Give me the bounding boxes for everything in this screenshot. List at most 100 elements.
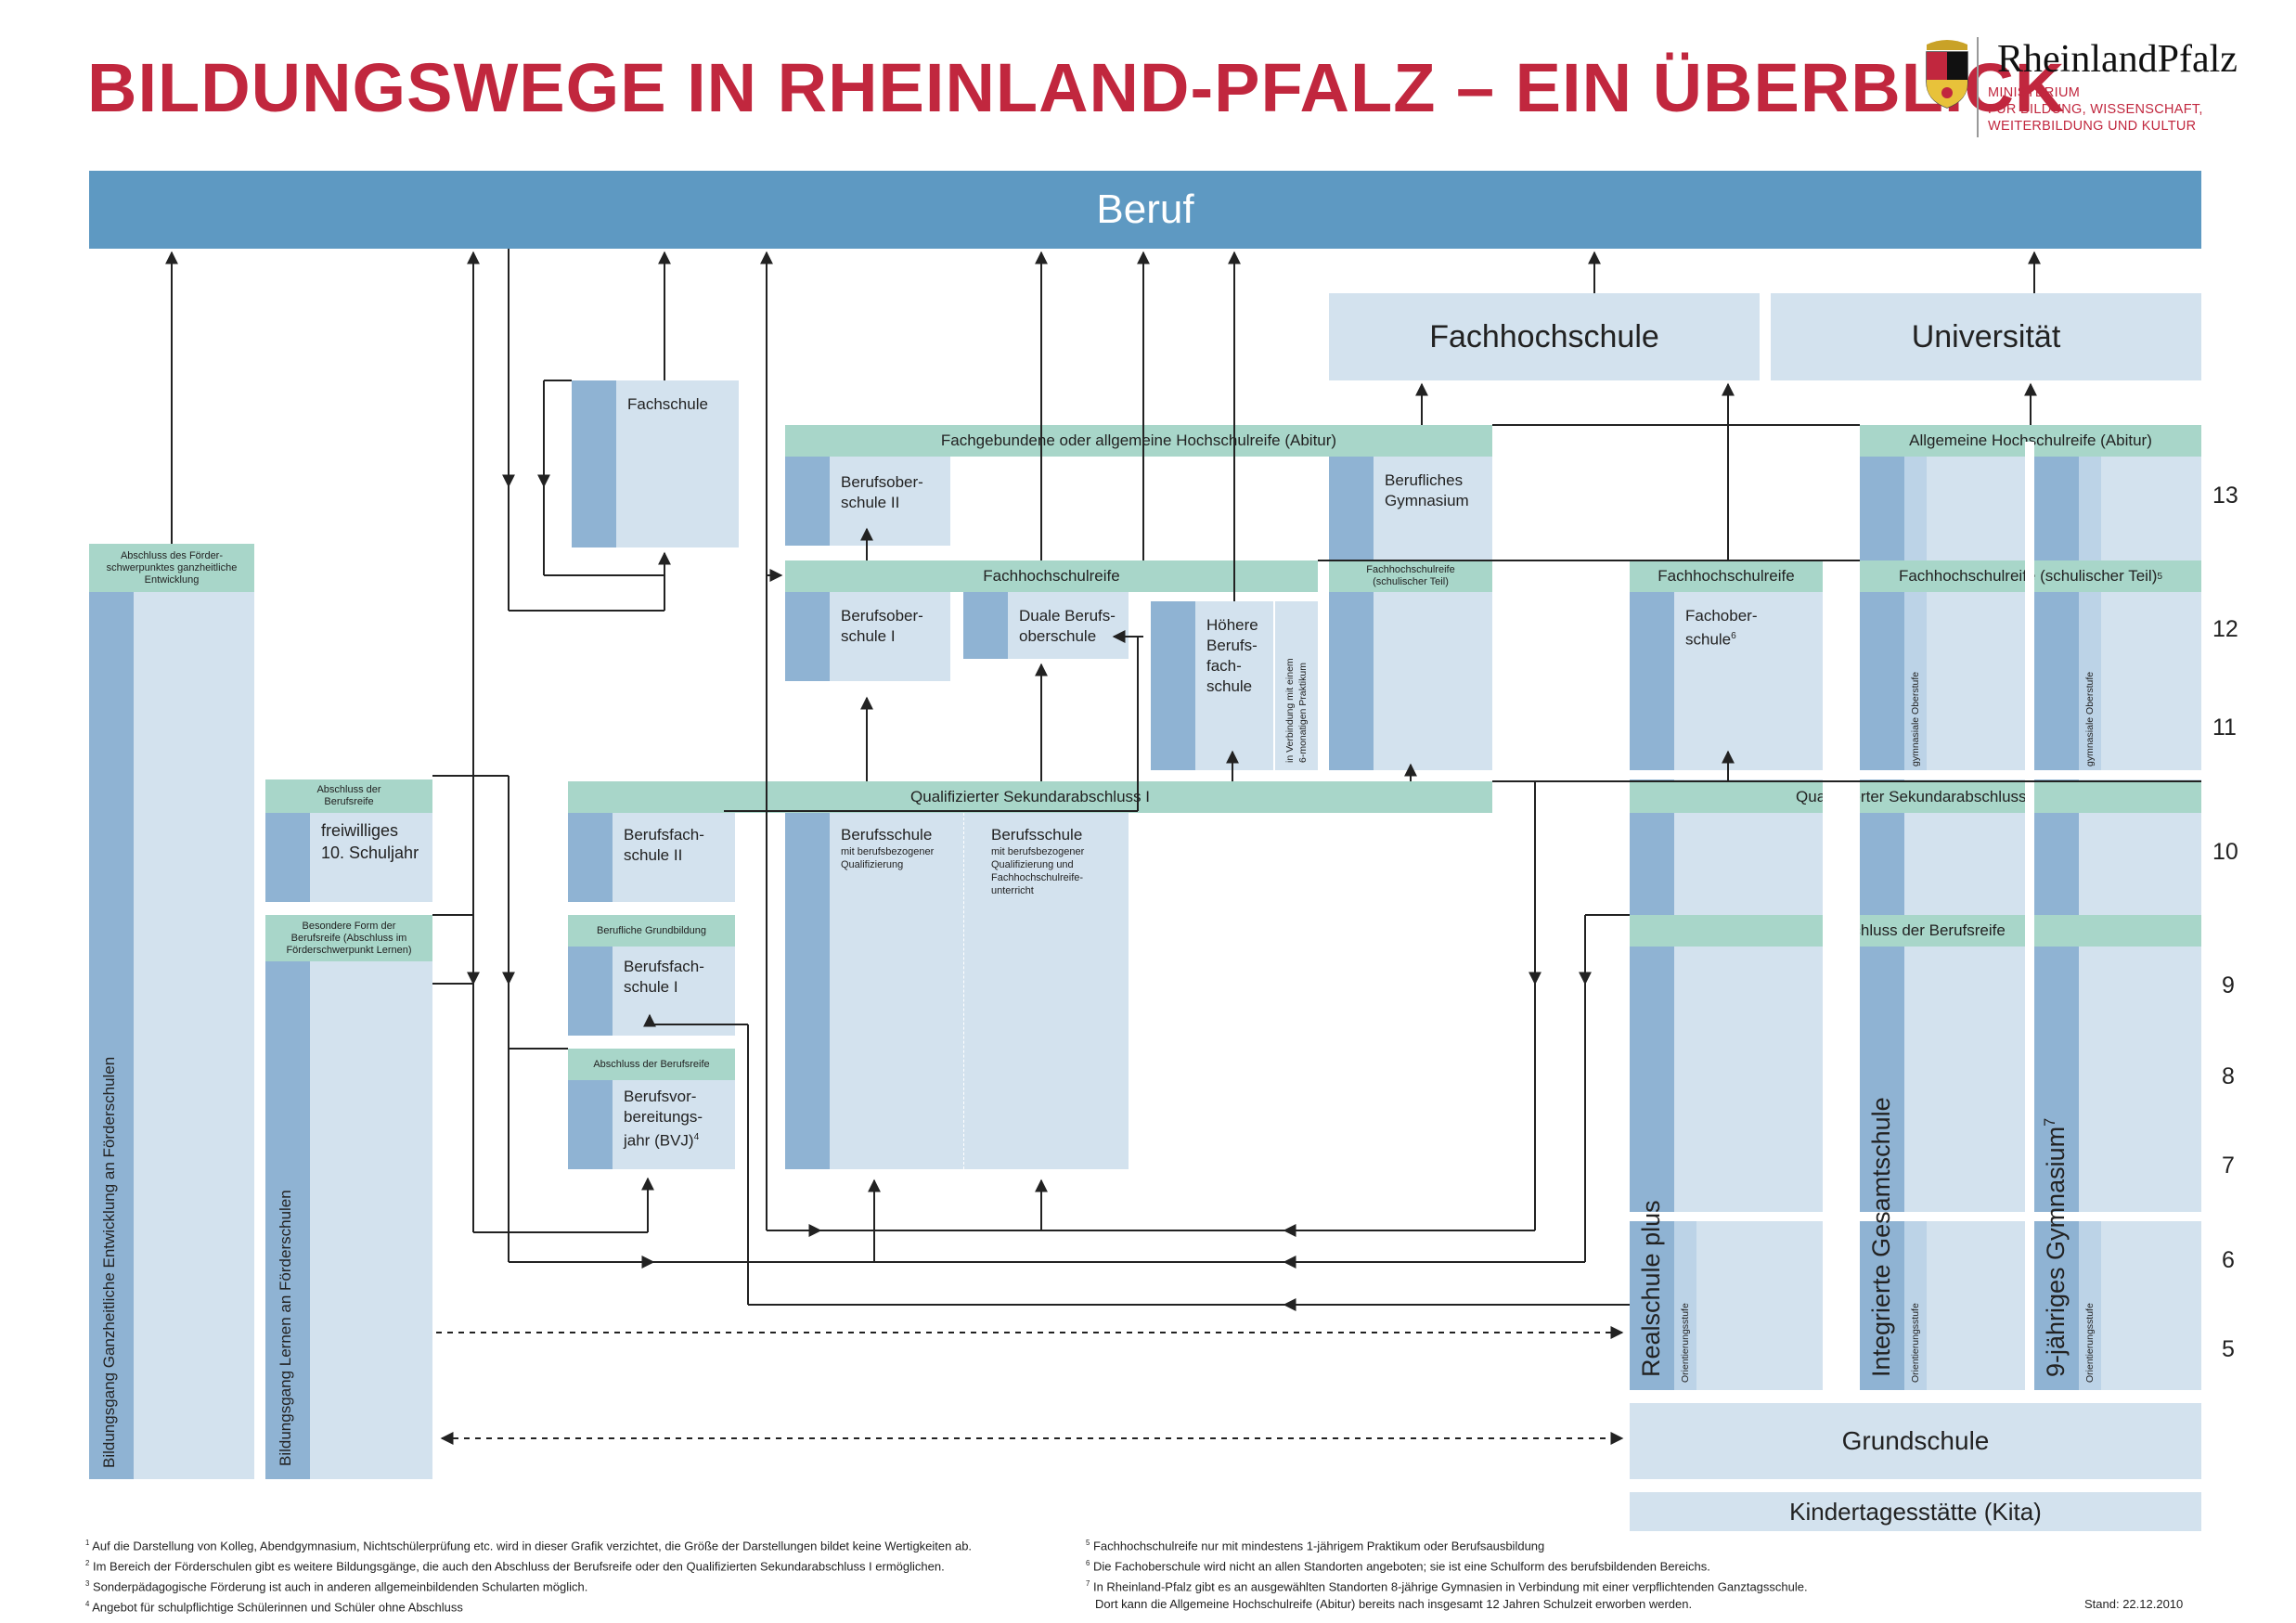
beruf-gym-line-1: Berufliches — [1385, 471, 1464, 489]
foerder-abschluss-line-3: Entwicklung — [144, 573, 200, 586]
footnote-5: 5 Fachhochschulreife nur mit mindestens … — [1086, 1539, 1545, 1553]
grade-9: 9 — [2222, 973, 2235, 998]
hbf-line-4: schule — [1206, 677, 1253, 695]
hochschulreife-allg-header-text: Allgemeine Hochschulreife (Abitur) — [1909, 432, 2152, 449]
logo-divider — [1977, 37, 1979, 137]
ministry-logo: RheinlandPfalz MINISTERIUM FÜR BILDUNG, … — [1921, 28, 2264, 139]
qsa-center-header — [568, 781, 1492, 813]
bvj-header — [568, 1049, 735, 1080]
besondere-form-header-text: Besondere Form der Berufsreife (Abschlus… — [265, 917, 432, 960]
logo-name: RheinlandPfalz — [1997, 38, 2238, 81]
bos1-line-2: schule I — [841, 627, 896, 645]
logo-line-3: WEITERBILDUNG UND KULTUR — [1988, 119, 2197, 134]
berufliche-grundbildung-header — [568, 915, 735, 947]
fachschule-label: Fachschule — [627, 395, 708, 413]
qsa-right-bar-2 — [1860, 813, 1904, 915]
grade-12: 12 — [2212, 616, 2238, 642]
right-gap-1 — [1823, 560, 1860, 1390]
grade-5: 5 — [2222, 1336, 2235, 1362]
dbos-bar — [963, 592, 1008, 659]
footnote-7-text: In Rheinland-Pfalz gibt es an ausgewählt… — [1092, 1579, 1808, 1594]
hochschulreife-fach-header — [785, 425, 1492, 457]
foerder-ganz-bar — [89, 592, 134, 1479]
berufsschule-2-line-3: Fachhochschulreife- — [991, 872, 1084, 883]
foerder-ganz-header — [89, 544, 254, 592]
right-gap-5 — [1630, 1212, 1823, 1221]
berufsschule-1-title: Berufsschule — [841, 826, 933, 844]
footnote-3-text: Sonderpädagogische Förderung ist auch in… — [92, 1579, 588, 1594]
bvj-line-2: bereitungs- — [624, 1108, 703, 1126]
grundschule-label: Grundschule — [1841, 1426, 1990, 1455]
abschluss-berufsreife-right-header — [1630, 915, 2201, 947]
igs-orient-strip — [1904, 1221, 1927, 1390]
dbos-line-1: Duale Berufs- — [1019, 607, 1116, 625]
qsa-right-header — [1630, 781, 2201, 813]
footnote-3: 3 Sonderpädagogische Förderung ist auch … — [85, 1579, 588, 1594]
footnote-7-cont: Dort kann die Allgemeine Hochschulreife … — [1095, 1597, 1693, 1611]
besondere-line-2: Berufsreife (Abschluss im — [290, 932, 407, 944]
bvj-line-1: Berufsvor- — [624, 1088, 697, 1105]
grade-11: 11 — [2212, 715, 2237, 741]
qsa-right-bar-1 — [1630, 813, 1674, 915]
hbf-bar — [1151, 601, 1195, 770]
fhr-center-header — [785, 560, 1318, 592]
freiwilliges-10-line-1: freiwilliges — [321, 821, 399, 840]
bos2-line-1: Berufsober- — [841, 473, 923, 491]
kita-label: Kindertagesstätte (Kita) — [1789, 1497, 2042, 1526]
bos1-line-1: Berufsober- — [841, 607, 923, 625]
footnote-4-text: Angebot für schulpflichtige Schülerinnen… — [92, 1600, 463, 1615]
fos-line-2-text: schule — [1685, 630, 1732, 649]
foerder-ganz-header-text: Abschluss des Förder- schwerpunktes ganz… — [89, 546, 254, 590]
hbf-line-3: fach- — [1206, 657, 1242, 675]
freiwilliges-10-header-text: Abschluss der Berufsreife — [265, 779, 432, 813]
fhr-center-header-text: Fachhochschulreife — [983, 567, 1120, 585]
realschule-bar-upper — [1630, 592, 1674, 770]
berufsschule-bar — [785, 813, 830, 1169]
besondere-form-header — [265, 915, 432, 961]
hbf-side-strip — [1273, 601, 1318, 770]
footnote-6-text: Die Fachoberschule wird nicht an allen S… — [1092, 1559, 1710, 1574]
dbos-line-2: oberschule — [1019, 627, 1097, 645]
footnote-7: 7 In Rheinland-Pfalz gibt es an ausgewäh… — [1086, 1579, 1808, 1594]
freiwilliges-10-line-2: 10. Schuljahr — [321, 844, 419, 862]
beruf-gym-line-2: Gymnasium — [1385, 492, 1469, 509]
kita-box: Kindertagesstätte (Kita) — [1630, 1492, 2201, 1531]
footnote-2-text: Im Bereich der Förderschulen gibt es wei… — [92, 1559, 945, 1574]
fachschule-bar — [572, 380, 616, 547]
grade-10: 10 — [2212, 839, 2238, 865]
grundschule-box: Grundschule — [1630, 1403, 2201, 1479]
fhr-schulisch-header — [1329, 560, 1492, 592]
bvj-header-text: Abschluss der Berufsreife — [593, 1058, 710, 1070]
igs-top-box — [1927, 457, 2025, 560]
bos2-bar — [785, 457, 830, 546]
igs-oberstufe-strip — [1904, 592, 1927, 770]
freiwilliges-10-bar — [265, 813, 310, 902]
bfs2-line-2: schule II — [624, 846, 683, 864]
realschule-gap — [1630, 770, 1823, 779]
coat-of-arms-icon — [1926, 40, 1968, 109]
bfs1-bar — [568, 947, 613, 1036]
fhr-right-header-text: Fachhochschulreife — [1658, 567, 1795, 585]
hbf-line-2: Berufs- — [1206, 637, 1258, 654]
foerder-abschluss-line-1: Abschluss des Förder- — [120, 549, 224, 561]
bfs1-line-1: Berufsfach- — [624, 958, 704, 975]
besondere-line-1: Besondere Form der — [302, 920, 396, 932]
footnote-4: 4 Angebot für schulpflichtige Schülerinn… — [85, 1600, 463, 1615]
gym-orient-strip — [2079, 1221, 2101, 1390]
page-title: BILDUNGSWEGE IN RHEINLAND-PFALZ – EIN ÜB… — [87, 49, 2066, 126]
bfs2-bar — [568, 813, 613, 902]
gym-top-box — [2101, 457, 2201, 560]
universitaet-label: Universität — [1911, 318, 2061, 354]
berufsschule-2-line-4: unterricht — [991, 885, 1034, 896]
footnote-6: 6 Die Fachoberschule wird nicht an allen… — [1086, 1559, 1710, 1574]
abschluss-berufsreife-right-text: Abschluss der Berufsreife — [1825, 921, 2006, 939]
right-gap-4 — [1860, 1212, 2201, 1221]
bfs1-line-2: schule I — [624, 978, 678, 996]
bos2-line-2: schule II — [841, 494, 900, 511]
berufsschule-2-line-2: Qualifizierung und — [991, 859, 1074, 870]
fachhochschule-box: Fachhochschule — [1329, 293, 1760, 380]
abschluss-der-line-1: Abschluss der — [316, 784, 381, 795]
berufliche-grundbildung-text: Berufliche Grundbildung — [596, 924, 707, 936]
